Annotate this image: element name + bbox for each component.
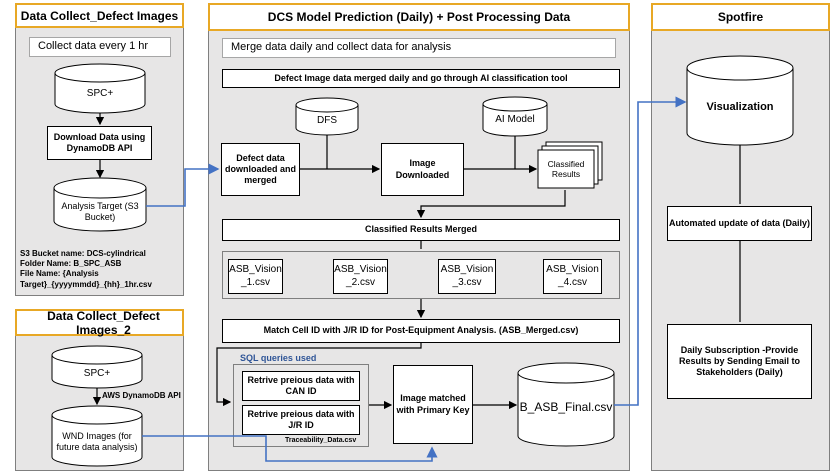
blue-connector-final-visualization [614,96,687,406]
vision-file-3: ASB_Vision _3.csv [438,259,496,294]
final-csv-cylinder [517,362,615,447]
visualization-label: Visualization [706,101,774,114]
classified-results-stack [537,141,603,189]
s3-note-line: Folder Name: B_SPC_ASB [20,259,122,269]
defect-data-merged-box: Defect data downloaded and merged [221,143,300,196]
blue-connector-target-dcs [146,163,220,207]
spc-label-2: SPC+ [83,368,111,379]
retrieve-jr-id-box: Retrive preious data with J/R ID [242,405,360,435]
s3-note-line: Target}_{yyyymmdd}_{hh}_1hr.csv [20,279,152,289]
s3-note-line: S3 Bucket name: DCS-cylindrical [20,249,146,258]
image-matched-box: Image matched with Primary Key [393,365,473,444]
dfs-label: DFS [317,115,337,126]
spc-cylinder-1 [54,63,146,114]
merge-note-box: Merge data daily and collect data for an… [222,38,616,58]
blue-connector-wnd-image [142,435,438,462]
visualization-cylinder [686,55,794,146]
ai-model-label: AI Model [495,114,535,125]
match-cell-id-bar: Match Cell ID with J/R ID for Post-Equip… [222,319,620,343]
defect-image-bar: Defect Image data merged daily and go th… [222,69,620,88]
collect2-title: Data Collect_Defect Images_2 [15,309,184,337]
aws-dynamodb-api-label: AWS DynamoDB API [102,391,181,400]
s3-note-line: File Name: {Analysis [20,269,99,279]
daily-subscription-box: Daily Subscription -Provide Results by S… [667,324,812,399]
arrow-match-sql [216,343,422,407]
analysis-target-label: Analysis Target (S3 Bucket) [61,201,139,222]
wnd-images-label: WND Images (for future data analysis) [56,431,138,452]
classified-results-label: Classified Results [547,158,585,179]
collect1-title: Data Collect_Defect Images [15,3,184,28]
wnd-images-cylinder [51,405,143,467]
vision-file-1: ASB_Vision _1.csv [228,259,283,294]
ai-model-cylinder [482,96,548,137]
vision-file-2: ASB_Vision _2.csv [333,259,388,294]
s3-notes: S3 Bucket name: DCS-cylindrical Folder N… [20,249,182,290]
spotfire-title: Spotfire [651,3,830,31]
image-downloaded-box: Image Downloaded [381,143,464,196]
arrow-classified-merged [416,190,566,219]
dfs-cylinder [295,97,359,136]
analysis-target-cylinder [53,177,147,232]
download-dynamodb-box: Download Data using DynamoDB API [47,126,152,160]
retrieve-can-id-box: Retrive preious data with CAN ID [242,371,360,401]
final-csv-label: B_ASB_Final.csv [519,399,613,414]
spc-label-1: SPC+ [86,88,114,99]
automated-update-box: Automated update of data (Daily) [667,206,812,241]
dcs-title: DCS Model Prediction (Daily) + Post Proc… [208,3,630,31]
collect-frequency-box: Collect data every 1 hr [29,37,171,57]
sql-queries-label: SQL queries used [240,353,317,363]
classified-results-merged-bar: Classified Results Merged [222,219,620,241]
traceability-label: Traceability_Data.csv [285,437,357,444]
vision-file-4: ASB_Vision _4.csv [543,259,602,294]
